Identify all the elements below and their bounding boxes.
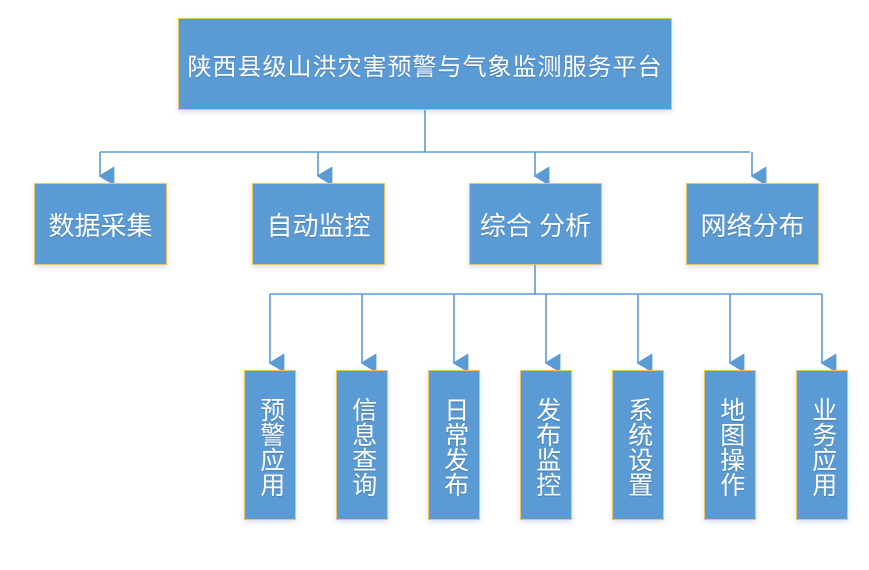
- node-leaf-label: 地图操作: [716, 397, 745, 497]
- node-level2-network-distribution[interactable]: 网络分布: [686, 183, 819, 265]
- node-leaf-business-application[interactable]: 业务应用: [796, 370, 848, 520]
- node-leaf-warning-application[interactable]: 预警应用: [244, 370, 296, 520]
- node-level2-label: 自动监控: [266, 210, 371, 241]
- node-level2-label: 网络分布: [700, 210, 805, 241]
- node-leaf-daily-release[interactable]: 日常发布: [428, 370, 480, 520]
- node-leaf-label: 信息查询: [348, 397, 377, 497]
- node-leaf-system-settings[interactable]: 系统设置: [612, 370, 664, 520]
- node-leaf-label: 业务应用: [808, 397, 837, 497]
- node-level2-label: 数据采集: [48, 210, 153, 241]
- node-level2-comprehensive-analysis[interactable]: 综合 分析: [469, 183, 602, 265]
- node-leaf-label: 日常发布: [440, 397, 469, 497]
- node-leaf-label: 发布监控: [532, 397, 561, 497]
- node-leaf-label: 系统设置: [624, 397, 653, 497]
- node-root-platform[interactable]: 陕西县级山洪灾害预警与气象监测服务平台: [178, 18, 672, 110]
- node-leaf-map-operation[interactable]: 地图操作: [704, 370, 756, 520]
- node-root-label: 陕西县级山洪灾害预警与气象监测服务平台: [187, 53, 663, 81]
- node-level2-label: 综合 分析: [479, 210, 592, 241]
- node-level2-data-collection[interactable]: 数据采集: [34, 183, 167, 265]
- node-leaf-information-query[interactable]: 信息查询: [336, 370, 388, 520]
- node-leaf-release-monitoring[interactable]: 发布监控: [520, 370, 572, 520]
- node-level2-auto-monitoring[interactable]: 自动监控: [252, 183, 385, 265]
- node-leaf-label: 预警应用: [256, 397, 285, 497]
